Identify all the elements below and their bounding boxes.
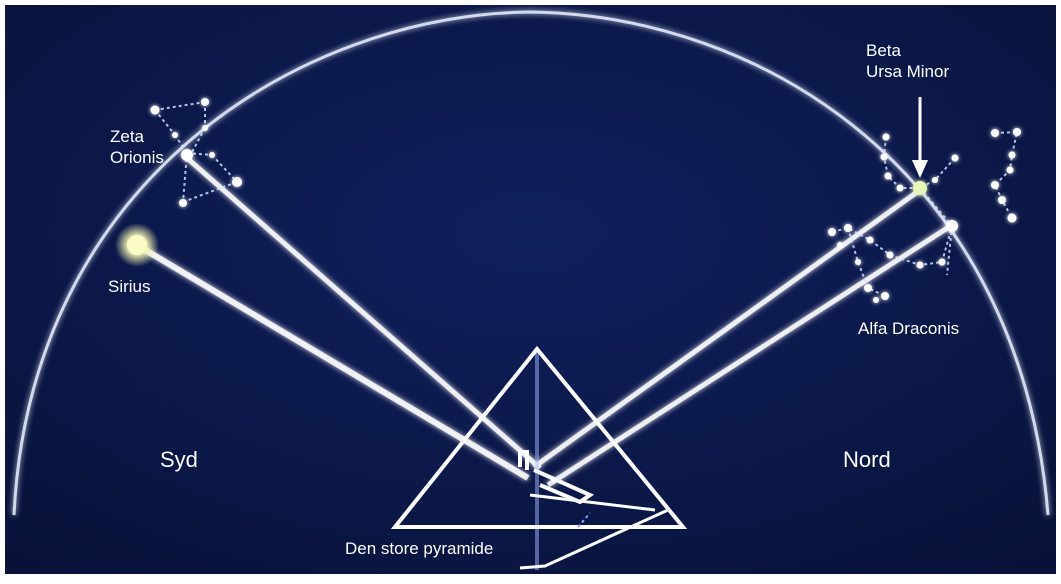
orion-star: [202, 125, 208, 131]
orion-star: [232, 177, 242, 187]
sky-background: [5, 5, 1056, 574]
sirius-star: [127, 235, 147, 255]
north-label: Nord: [843, 447, 891, 473]
alfa-draconis-label: Alfa Draconis: [858, 318, 959, 339]
beta-ursa-minor-star: [913, 181, 927, 195]
orion-star: [201, 98, 209, 106]
zeta-orionis-label-line1: Zeta: [110, 126, 164, 147]
zeta-orionis-star: [181, 149, 193, 161]
beta-ursa-minor-label: Beta Ursa Minor: [866, 40, 949, 82]
alfa-draconis-star: [946, 220, 958, 232]
sirius-label: Sirius: [108, 276, 151, 297]
beta-ursa-minor-label-line1: Beta: [866, 40, 949, 61]
orion-star: [151, 106, 160, 115]
pyramid-label: Den store pyramide: [345, 538, 493, 559]
zeta-orionis-label-line2: Orionis: [110, 147, 164, 168]
orion-star: [179, 199, 187, 207]
beta-ursa-minor-label-line2: Ursa Minor: [866, 61, 949, 82]
orion-star: [209, 152, 215, 158]
orion-star: [172, 132, 178, 138]
south-label: Syd: [160, 447, 198, 473]
zeta-orionis-label: Zeta Orionis: [110, 126, 164, 168]
